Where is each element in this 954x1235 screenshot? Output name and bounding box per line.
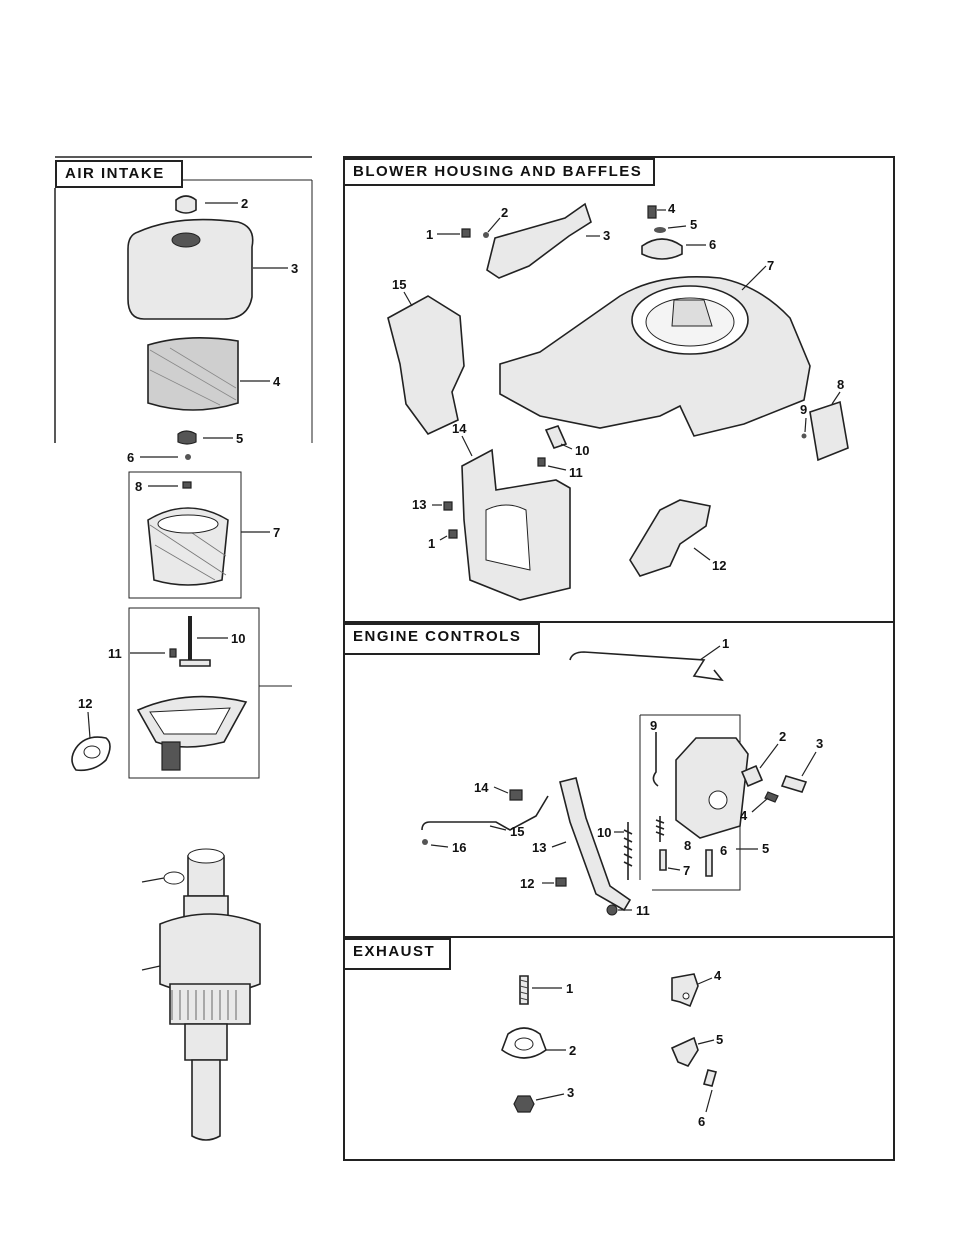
callout-air-2: 2 [241,196,248,211]
callout-ec-12: 12 [520,876,534,891]
crankshaft-drawing [142,849,260,1140]
callout-ex-2: 2 [569,1043,576,1058]
callout-bh-3: 3 [603,228,610,243]
callout-ec-7: 7 [683,863,690,878]
callout-bh-11: 11 [569,465,583,480]
callout-ec-16: 16 [452,840,466,855]
callout-ec-13: 13 [532,840,546,855]
callout-ec-6: 6 [720,843,727,858]
exhaust-drawing: 1 4 2 5 3 6 [502,968,723,1129]
callout-air-3: 3 [291,261,298,276]
callout-bh-1b: 1 [428,536,435,551]
callout-ex-4: 4 [714,968,722,983]
callout-ec-9: 9 [650,718,657,733]
callout-bh-5: 5 [690,217,697,232]
callout-air-4: 4 [273,374,281,389]
callout-ex-6: 6 [698,1114,705,1129]
callout-bh-10: 10 [575,443,589,458]
callout-bh-12: 12 [712,558,726,573]
blower-housing-drawing: 1 2 3 4 5 6 7 15 8 [388,201,848,600]
callout-bh-8: 8 [837,377,844,392]
callout-ec-14: 14 [474,780,489,795]
callout-bh-4: 4 [668,201,676,216]
callout-bh-15: 15 [392,277,406,292]
callout-air-11: 11 [108,646,122,661]
callout-ex-5: 5 [716,1032,723,1047]
callout-bh-6: 6 [709,237,716,252]
callout-bh-2: 2 [501,205,508,220]
callout-air-7: 7 [273,525,280,540]
callout-air-10: 10 [231,631,245,646]
air-intake-drawing: 2 3 4 5 6 8 7 11 [55,157,312,1140]
callout-air-8: 8 [135,479,142,494]
callout-ex-3: 3 [567,1085,574,1100]
callout-air-6: 6 [127,450,134,465]
callout-air-12: 12 [78,696,92,711]
callout-ec-15: 15 [510,824,524,839]
callout-ec-10: 10 [597,825,611,840]
callout-ec-11: 11 [636,903,650,918]
callout-ec-5: 5 [762,841,769,856]
callout-ec-2: 2 [779,729,786,744]
callout-ec-1: 1 [722,636,729,651]
callout-bh-1: 1 [426,227,433,242]
callout-bh-7: 7 [767,258,774,273]
callout-bh-13: 13 [412,497,426,512]
callout-ec-4: 4 [740,808,748,823]
engine-controls-drawing: 1 9 2 3 14 4 10 8 5 [422,636,823,918]
callout-bh-14: 14 [452,421,467,436]
callout-bh-9: 9 [800,402,807,417]
callout-ex-1: 1 [566,981,573,996]
callout-ec-8: 8 [684,838,691,853]
callout-air-5: 5 [236,431,243,446]
callout-ec-3: 3 [816,736,823,751]
